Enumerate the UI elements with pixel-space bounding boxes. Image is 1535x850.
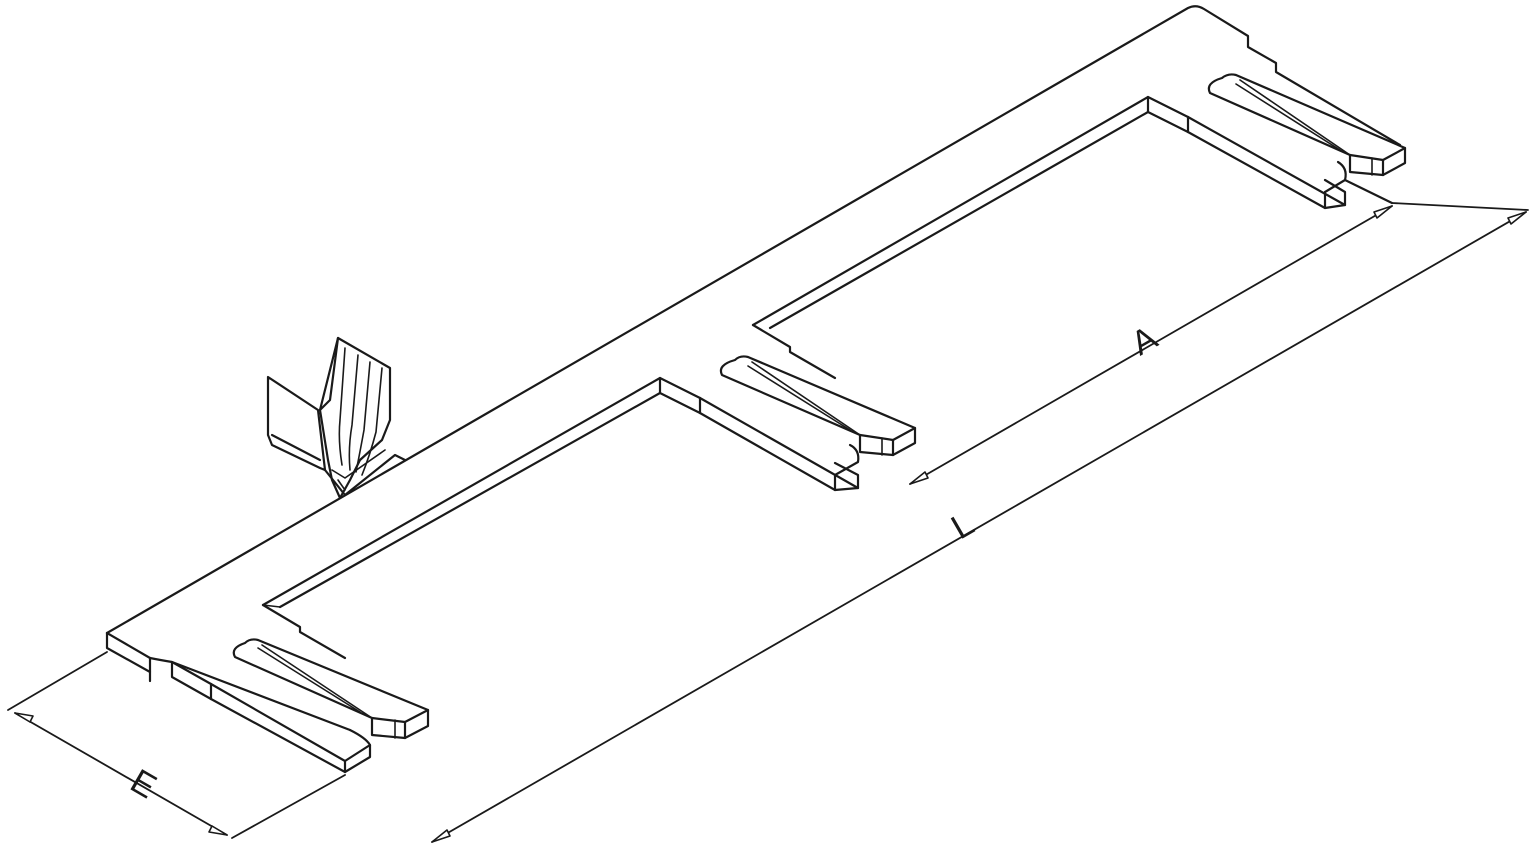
dimension-l: L — [431, 202, 1529, 843]
window-opening-left — [261, 376, 860, 660]
dimension-l-label: L — [945, 505, 980, 547]
dimension-a: A — [909, 205, 1393, 485]
dimension-l-arrow-end — [1507, 211, 1527, 225]
dimension-l-arrow-start — [431, 829, 451, 843]
right-slot-arm — [1207, 73, 1407, 177]
middle-slot-arm — [719, 355, 917, 457]
dimension-e-arrow-end — [208, 825, 228, 836]
window-opening-right — [751, 95, 1347, 380]
dimension-e-label: E — [124, 762, 163, 806]
dimension-a-arrow-start — [909, 471, 929, 485]
front-left-slot-arm — [232, 638, 430, 740]
bent-terminal-tab — [266, 336, 407, 500]
frame-plate — [105, 5, 1402, 774]
dimension-e-arrow-start — [14, 712, 34, 723]
dimension-a-arrow-end — [1373, 205, 1393, 219]
frame-right-end — [1343, 178, 1394, 205]
